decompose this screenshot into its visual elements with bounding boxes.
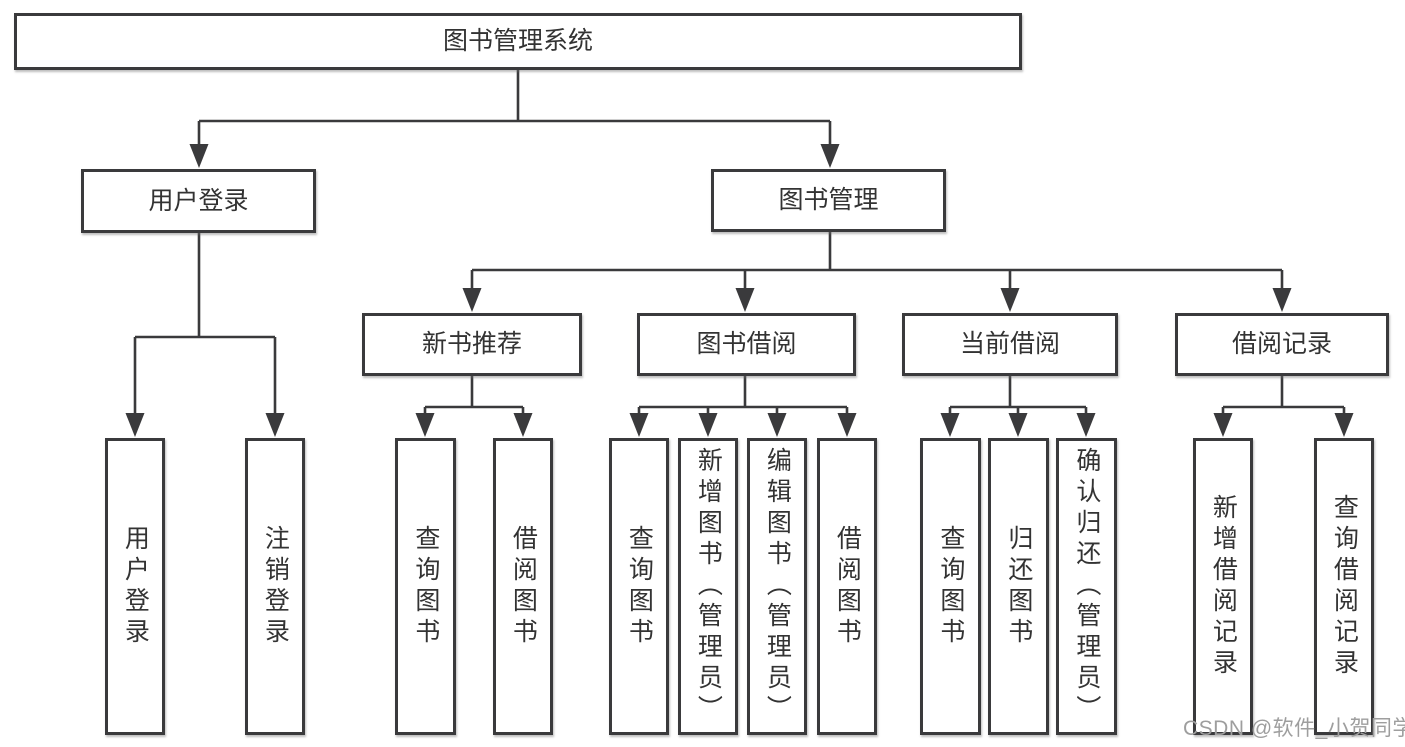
node-user-login: 用户登录 (81, 169, 316, 233)
leaf-cb-return-books-label: 归还图书 (1004, 524, 1033, 649)
node-current-borrowing: 当前借阅 (902, 313, 1118, 376)
connector-book-mgmt (470, 232, 1284, 289)
leaf-user-login-label: 用户登录 (121, 524, 150, 649)
connector-borrow-records (1221, 376, 1346, 413)
node-borrow-records-label: 借阅记录 (1231, 330, 1332, 359)
node-borrow-records: 借阅记录 (1175, 313, 1389, 376)
node-root: 图书管理系统 (14, 13, 1022, 70)
leaf-cb-confirm-return-admin-label: 确认归还（管理员） (1072, 447, 1101, 726)
csdn-watermark: CSDN @软件_小贺同学 (1183, 717, 1405, 740)
leaf-user-login: 用户登录 (105, 438, 165, 735)
connector-book-borrow (637, 376, 849, 413)
node-new-book-recommendation-label: 新书推荐 (421, 330, 522, 359)
node-book-borrowing: 图书借阅 (637, 313, 856, 376)
leaf-bb-add-books-admin-label: 新增图书（管理员） (694, 447, 723, 726)
leaf-logout: 注销登录 (245, 438, 305, 735)
leaf-bb-borrow-books: 借阅图书 (817, 438, 877, 735)
leaf-bb-edit-books-admin-label: 编辑图书（管理员） (763, 447, 792, 726)
leaf-cb-query-books-label: 查询图书 (936, 524, 965, 649)
leaf-logout-label: 注销登录 (261, 524, 290, 649)
leaf-bb-query-books-label: 查询图书 (625, 524, 654, 649)
leaf-bb-borrow-books-label: 借阅图书 (833, 524, 862, 649)
connector-root (197, 70, 832, 144)
node-new-book-recommendation: 新书推荐 (362, 313, 582, 376)
leaf-nb-borrow-books: 借阅图书 (493, 438, 553, 735)
leaf-br-query-record: 查询借阅记录 (1314, 438, 1374, 735)
node-book-borrowing-label: 图书借阅 (696, 330, 797, 359)
leaf-cb-query-books: 查询图书 (920, 438, 981, 735)
node-user-login-label: 用户登录 (148, 186, 249, 215)
leaf-nb-query-books: 查询图书 (395, 438, 456, 735)
connector-current-borrow (948, 376, 1088, 413)
leaf-bb-edit-books-admin: 编辑图书（管理员） (747, 438, 807, 735)
node-root-label: 图书管理系统 (442, 27, 593, 56)
node-current-borrowing-label: 当前借阅 (959, 330, 1060, 359)
leaf-bb-add-books-admin: 新增图书（管理员） (678, 438, 738, 735)
node-book-management: 图书管理 (711, 169, 946, 232)
leaf-br-add-record-label: 新增借阅记录 (1209, 493, 1238, 680)
arrowheads (125, 144, 1354, 437)
leaf-cb-return-books: 归还图书 (988, 438, 1049, 735)
connector-new-book-rec (423, 376, 525, 413)
leaf-bb-query-books: 查询图书 (609, 438, 669, 735)
node-book-management-label: 图书管理 (778, 186, 879, 215)
leaf-nb-borrow-books-label: 借阅图书 (509, 524, 538, 649)
leaf-cb-confirm-return-admin: 确认归还（管理员） (1056, 438, 1117, 735)
leaf-br-query-record-label: 查询借阅记录 (1330, 493, 1359, 680)
connector-user-login (133, 233, 277, 413)
leaf-nb-query-books-label: 查询图书 (411, 524, 440, 649)
leaf-br-add-record: 新增借阅记录 (1193, 438, 1253, 735)
